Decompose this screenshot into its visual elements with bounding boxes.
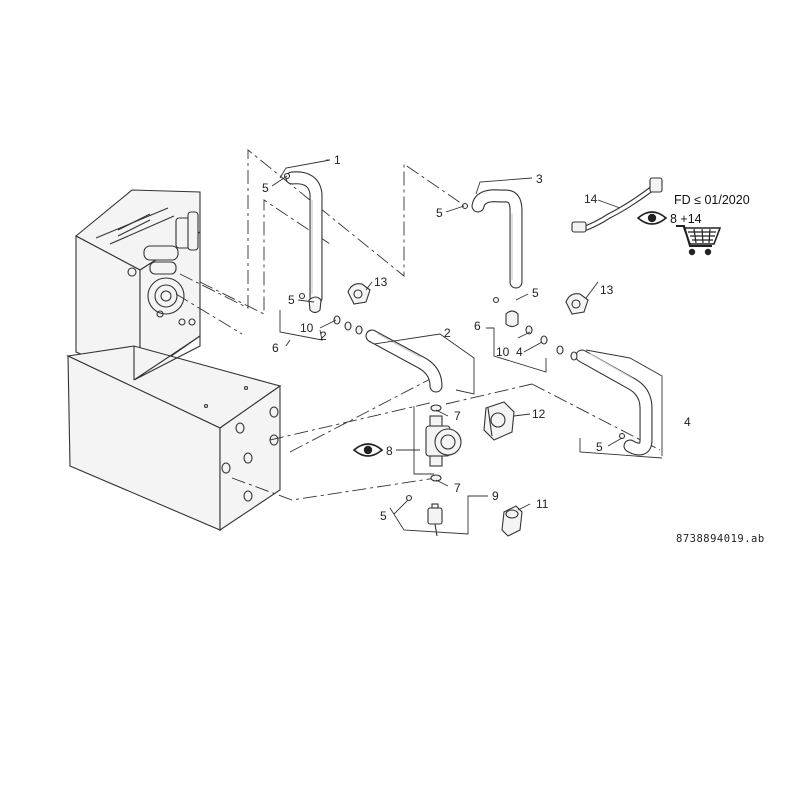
insulation-13-left: [347, 283, 371, 305]
callout-5: 5: [532, 286, 539, 300]
leader-lines: [271, 159, 663, 535]
eye-icon: [636, 211, 668, 225]
callout-3: 3: [536, 172, 543, 186]
callout-2: 2: [320, 329, 327, 343]
callout-2: 2: [444, 326, 451, 340]
callout-4: 4: [684, 415, 691, 429]
callout-8: 8: [386, 444, 393, 458]
fd-date-note: FD ≤ 01/2020: [674, 193, 750, 207]
seals: [298, 292, 578, 502]
spare-part-note: FD ≤ 01/2020 8 +14: [636, 193, 750, 256]
callout-10: 10: [300, 321, 314, 335]
callout-9: 9: [492, 489, 499, 503]
callout-5: 5: [288, 293, 295, 307]
cable-14: [571, 177, 663, 233]
callout-13: 13: [374, 275, 388, 289]
eye-icon: [352, 443, 384, 457]
callout-7: 7: [454, 409, 461, 423]
pipe-3: [461, 189, 523, 328]
drawing-code: 8738894019.ab: [676, 533, 765, 545]
pipe-2: [365, 329, 443, 393]
callout-5: 5: [596, 440, 603, 454]
callout-5: 5: [380, 509, 387, 523]
callout-11: 11: [536, 497, 549, 511]
callout-13: 13: [600, 283, 614, 297]
callout-4: 4: [516, 345, 523, 359]
callout-5: 5: [436, 206, 443, 220]
callout-6: 6: [272, 341, 279, 355]
connection-centerlines: [175, 149, 661, 501]
pump: [425, 415, 462, 467]
eye-note: 8 +14: [670, 212, 702, 226]
callout-labels: 1 5 5 10 2 6 13 3 5 5 6 10 4 13 2 4 5 7 …: [262, 153, 691, 523]
callout-5: 5: [262, 181, 269, 195]
shopping-cart-icon: [676, 225, 722, 256]
callout-7: 7: [454, 481, 461, 495]
drain-valve: [427, 503, 443, 537]
callout-6: 6: [474, 319, 481, 333]
insulation-13-right: [565, 293, 589, 315]
pump-cover: [483, 401, 515, 441]
boiler-unit: [66, 189, 282, 532]
callout-10: 10: [496, 345, 510, 359]
fitting-11: [501, 505, 523, 537]
callout-12: 12: [532, 407, 546, 421]
pipe-4: [575, 349, 653, 456]
callout-14: 14: [584, 192, 598, 206]
callout-1: 1: [334, 153, 341, 167]
pipe-1: [283, 171, 323, 314]
